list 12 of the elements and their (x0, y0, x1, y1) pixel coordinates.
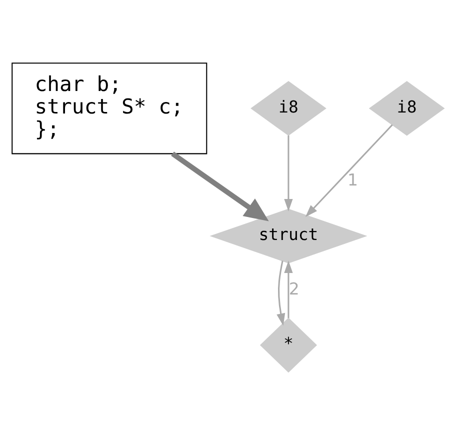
node-diamond: * (260, 317, 317, 372)
arrow (284, 260, 293, 318)
arrow (276, 260, 286, 326)
node-diamond: i8 (250, 80, 326, 136)
arrow (284, 134, 293, 211)
edge-label: 1 (348, 170, 358, 189)
arrow (305, 124, 393, 217)
node-diamond: i8 (368, 80, 445, 136)
arrow (171, 151, 269, 221)
edge-label: 2 (288, 278, 300, 298)
node-box: char b; struct S* c; }; (12, 62, 208, 154)
node-diamond: struct (210, 208, 368, 263)
